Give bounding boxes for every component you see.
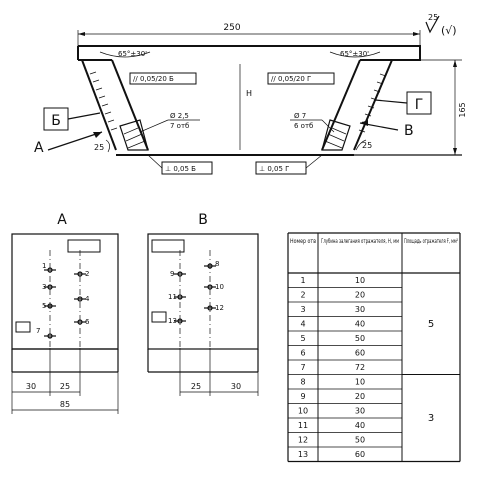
- view-b-hole-9: 9: [170, 270, 174, 278]
- view-b-mark-box: [151, 239, 185, 253]
- view-b-arrow-label: В: [404, 123, 414, 139]
- dim-overall-width: 250: [223, 23, 240, 33]
- tolerance-frame-left: [129, 72, 197, 85]
- dim-height: 165: [458, 102, 467, 117]
- view-a-hole-2: 2: [85, 270, 89, 278]
- datum-b: Б: [51, 113, 61, 129]
- table-row-5-depth: 50: [355, 334, 365, 343]
- right-hatch-block: [321, 119, 351, 151]
- surface-finish-check: (√): [441, 24, 457, 37]
- view-a-hole-5: 5: [42, 302, 46, 310]
- angle-right: 65°±30': [340, 50, 369, 58]
- table-row-10-depth: 30: [355, 407, 365, 416]
- table-row-1-depth: 10: [355, 276, 365, 285]
- chamfer-right: 25: [362, 141, 372, 150]
- view-b-hole-10: 10: [215, 283, 224, 291]
- table-row-5-number: 5: [300, 334, 305, 343]
- table-row-2-number: 2: [300, 291, 305, 300]
- table-row-9-depth: 20: [355, 392, 365, 401]
- left-slant-face: [111, 59, 149, 151]
- view-b-dim-30: 30: [231, 382, 241, 391]
- tolerance-frame-right: [267, 72, 335, 85]
- view-b-title: В: [198, 212, 208, 228]
- angle-left: 65°±30': [118, 50, 147, 58]
- chamfer-left: 25: [94, 143, 104, 152]
- table-row-12-number: 12: [298, 436, 308, 445]
- table-row-13-number: 13: [298, 450, 308, 459]
- position-left: ⊥ 0,05 Б: [165, 165, 196, 173]
- table-row-3-number: 3: [300, 305, 305, 314]
- table-row-11-depth: 40: [355, 421, 365, 430]
- left-hole-dia: Ø 2,5: [170, 112, 189, 120]
- right-hole-depth: 6 отб: [294, 122, 313, 130]
- top-section-view: 250 25 (√) 165 H 65°±30' 65°±30': [34, 13, 467, 175]
- table-row-12-depth: 50: [355, 436, 365, 445]
- table-row-6-number: 6: [300, 349, 305, 358]
- view-b-hole-13: 13: [168, 317, 177, 325]
- table-row-3-depth: 30: [355, 305, 365, 314]
- table-row-6-depth: 60: [355, 349, 365, 358]
- tolerance-left: // 0,05/20 Б: [133, 75, 174, 83]
- table-row-7-number: 7: [300, 363, 305, 372]
- table-row-4-depth: 40: [355, 320, 365, 329]
- table-row-13-depth: 60: [355, 450, 365, 459]
- view-b-dim-25: 25: [191, 382, 201, 391]
- left-hole-depth: 7 отб: [170, 122, 189, 130]
- view-b-hole-11: 11: [168, 293, 177, 301]
- table-row-8-number: 8: [300, 378, 305, 387]
- table-row-9-number: 9: [300, 392, 305, 401]
- view-a-hole-6: 6: [85, 318, 90, 326]
- table-row-7-depth: 72: [355, 363, 365, 372]
- right-hole-dia: Ø 7: [294, 112, 306, 120]
- view-a-hole-7: 7: [36, 327, 40, 335]
- surface-finish-value: 25: [428, 13, 438, 22]
- view-a-dim-30: 30: [26, 382, 36, 391]
- view-b-hole-8: 8: [215, 260, 219, 268]
- top-edge: [78, 45, 421, 61]
- table-row-11-number: 11: [298, 421, 308, 430]
- view-a: А 1 2 3 4 5 6 7 30: [11, 212, 119, 414]
- table-row-1-number: 1: [300, 276, 305, 285]
- table-row-4-number: 4: [300, 320, 305, 329]
- surface-finish-icon: [425, 15, 440, 34]
- view-a-title: А: [57, 212, 67, 228]
- position-frame-left: [161, 161, 213, 175]
- position-right: ⊥ 0,05 Г: [259, 165, 289, 173]
- datum-g: Г: [415, 97, 424, 113]
- view-a-hole-1: 1: [42, 262, 46, 270]
- table-header-1: Номер отв: [290, 238, 316, 245]
- right-slant-face: [321, 59, 361, 151]
- left-hatch-block: [119, 119, 149, 151]
- reflector-table: Номер отв Глубина залегания отражателя, H…: [287, 232, 461, 463]
- table-row-8-depth: 10: [355, 378, 365, 387]
- view-a-hole-4: 4: [85, 295, 90, 303]
- view-b-hole-12: 12: [215, 304, 224, 312]
- table-header-2: Глубина залегания отражателя, H, мм: [321, 237, 399, 245]
- table-row-2-depth: 20: [355, 291, 365, 300]
- view-b: В 8 9 10 11 12 13 25 30: [147, 212, 259, 396]
- tolerance-right: // 0,05/20 Г: [271, 75, 311, 83]
- view-a-hole-3: 3: [42, 283, 46, 291]
- view-a-arrow-label: А: [34, 140, 44, 156]
- table-area-group-1: 5: [428, 319, 434, 330]
- dim-h-label: H: [246, 89, 252, 98]
- table-area-group-2: 3: [428, 413, 434, 424]
- view-a-dim-85: 85: [60, 400, 70, 409]
- table-row-10-number: 10: [298, 407, 308, 416]
- view-a-arrow: [47, 131, 103, 151]
- view-a-mark-box: [67, 239, 101, 253]
- table-header-3: Площадь отражателя F, мм²: [404, 238, 458, 245]
- view-a-dim-25: 25: [60, 382, 70, 391]
